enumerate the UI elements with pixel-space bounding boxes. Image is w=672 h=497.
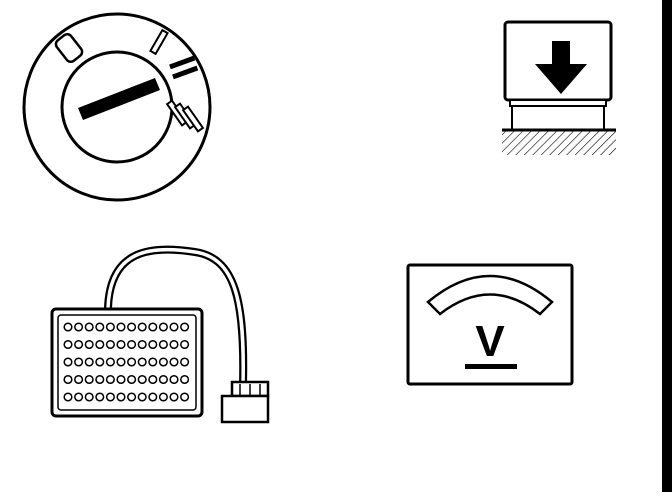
connector-pin [95,357,105,367]
connector-pin [158,392,168,402]
connector-pin [74,322,84,332]
connector-pin [84,374,94,385]
connector-pin [127,374,137,385]
connector-pin [148,357,158,367]
connector-pin [63,322,73,332]
connector-pin [105,357,115,367]
connector-pin [105,322,115,332]
connector-pin [105,392,115,402]
arrow-head [535,64,587,94]
position-2-marker [169,55,199,80]
connector-pin [95,339,105,350]
gauge-arc [426,274,554,316]
connector-pin [137,374,147,385]
voltmeter-icon: V [406,263,574,386]
connector-pin [180,374,190,385]
connector-pin [84,392,94,402]
connector-pin [63,392,73,402]
connector-pin [105,339,115,350]
press-down-icon [502,20,616,155]
connector-pin [180,339,190,350]
connector-pin [116,357,126,367]
connector-pin [63,374,73,385]
connector-pin [116,392,126,402]
connector-pin [84,322,94,332]
ignition-switch-icon: 0 [22,12,212,202]
connector-pin [63,357,73,367]
connector-pin [105,374,115,385]
plug-body [220,394,270,424]
connector-pin [74,357,84,367]
connector-pin [148,374,158,385]
right-border [662,0,672,492]
connector-pin [158,357,168,367]
connector-pin [137,357,147,367]
ground-hatch [502,131,616,155]
connector-pin [74,339,84,350]
connector-pin [148,322,158,332]
connector-pin [180,322,190,332]
connector-pin [116,339,126,350]
arrow-shaft [552,41,570,65]
connector-pin [169,357,179,367]
connector-pin [148,392,158,402]
connector-pin [137,339,147,350]
connector-pin [95,374,105,385]
connector-pin [84,357,94,367]
pin-grid [63,322,190,402]
connector-pin [63,339,73,350]
connector-pin [180,357,190,367]
connector-pin [127,339,137,350]
volt-symbol: V [475,317,505,366]
position-1-marker [149,28,169,56]
connector-pin [95,392,105,402]
connector-pin [169,392,179,402]
connector-pin [127,322,137,332]
connector-pin [127,357,137,367]
connector-pin [169,339,179,350]
position-0-marker: 0 [54,32,84,64]
connector-tester-icon [50,245,270,424]
connector-pin [74,392,84,402]
volt-underline [465,364,517,369]
connector-pin [95,322,105,332]
connector-pin [158,374,168,385]
connector-pin [127,392,137,402]
connector-pin [148,339,158,350]
connector-pin [169,322,179,332]
connector-pin [116,322,126,332]
connector-pin [74,374,84,385]
connector-pin [158,322,168,332]
connector-pin [137,322,147,332]
connector-pin [137,392,147,402]
connector-pin [158,339,168,350]
position-3-marker [165,99,205,133]
connector-pin [84,339,94,350]
connector-pin [116,374,126,385]
connector-pin [180,392,190,402]
connector-pin [169,374,179,385]
